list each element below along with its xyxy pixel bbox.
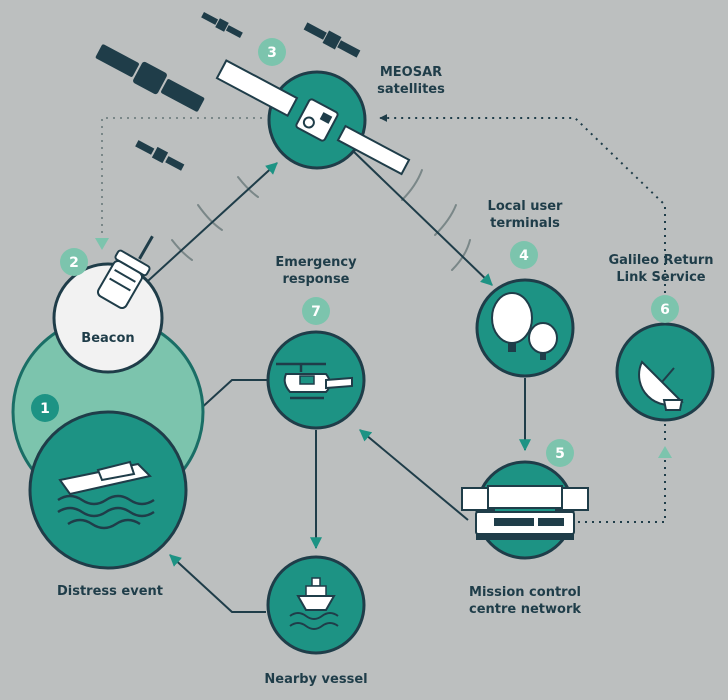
mission-control-line2: centre network xyxy=(468,602,582,617)
badge-3: 3 xyxy=(258,38,286,66)
badge-6: 6 xyxy=(651,295,679,323)
beacon-label: Beacon xyxy=(81,331,135,346)
sinking-ship-icon xyxy=(57,460,155,530)
galileo-label-line2: Link Service xyxy=(616,270,706,285)
galileo-label-line1: Galileo Return xyxy=(608,253,714,268)
distress-inner-circle xyxy=(28,410,188,570)
badge-4: 4 xyxy=(510,241,538,269)
badge-2-text: 2 xyxy=(69,255,79,271)
badge-2: 2 xyxy=(60,248,88,276)
satellite-to-terminals-link xyxy=(351,149,493,286)
number-badges: 1 2 3 4 5 6 7 xyxy=(31,38,679,467)
mission-control-label: Mission control centre network xyxy=(452,584,598,618)
mission-control-line1: Mission control xyxy=(469,585,581,600)
satellite-icon xyxy=(215,59,411,176)
badge-1-text: 1 xyxy=(40,401,50,417)
badge-7-text: 7 xyxy=(311,304,321,320)
galileo-label: Galileo Return Link Service xyxy=(598,252,724,286)
galileo-dotted-arrowhead xyxy=(658,446,672,458)
badge-7: 7 xyxy=(302,297,330,325)
meosar-label-line1: MEOSAR xyxy=(379,65,443,80)
mission-to-emergency-link xyxy=(359,429,469,521)
emergency-response-line2: response xyxy=(282,272,350,287)
badge-5: 5 xyxy=(546,439,574,467)
local-user-terminals-line2: terminals xyxy=(490,216,560,231)
meosar-label: MEOSAR satellites xyxy=(366,64,456,98)
control-console-icon xyxy=(461,485,589,540)
meosar-label-line2: satellites xyxy=(377,82,445,97)
badge-5-text: 5 xyxy=(555,446,565,462)
badge-3-text: 3 xyxy=(267,45,277,61)
emergency-response-label: Emergency response xyxy=(258,254,374,288)
beacon-icon xyxy=(96,235,154,310)
emergency-response-line1: Emergency xyxy=(275,255,357,270)
vessel-icon xyxy=(289,577,339,630)
badge-1: 1 xyxy=(31,394,59,422)
background-satellites xyxy=(95,12,361,171)
badge-4-text: 4 xyxy=(519,248,529,264)
galileo-circle xyxy=(615,322,715,422)
satellite-to-beacon-dotted-path xyxy=(101,117,262,245)
badge-6-text: 6 xyxy=(660,302,670,318)
nearby-vessel-label: Nearby vessel xyxy=(264,672,368,687)
distress-event-label: Distress event xyxy=(56,584,163,599)
satellite-dish-icon xyxy=(638,360,684,411)
vessel-to-distress-link xyxy=(169,554,266,613)
mission-to-galileo-dotted-path xyxy=(578,452,666,523)
helicopter-icon xyxy=(276,362,353,400)
beacon-to-satellite-link xyxy=(137,162,278,291)
local-user-terminals-line1: Local user xyxy=(487,199,563,214)
beacon-dotted-arrowhead xyxy=(95,238,109,250)
local-user-terminals-label: Local user terminals xyxy=(470,198,580,232)
antenna-dishes-icon xyxy=(491,292,558,360)
